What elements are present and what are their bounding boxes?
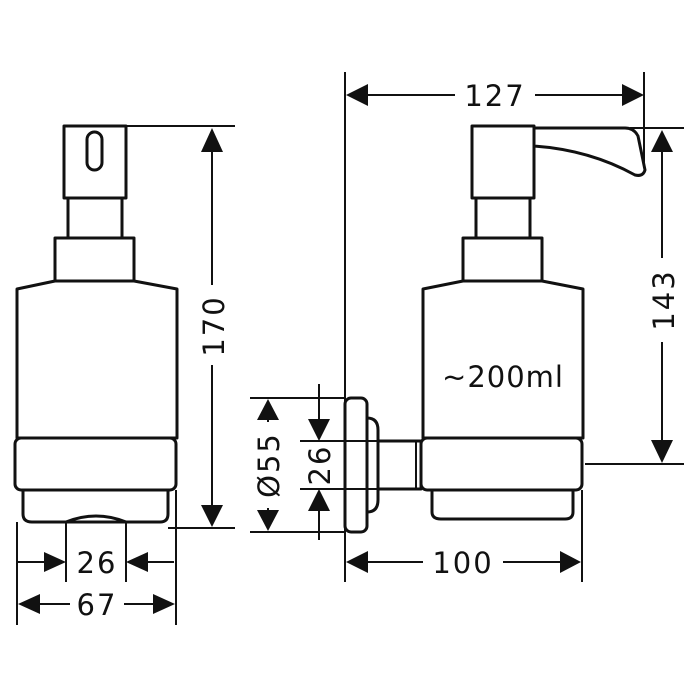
dim-100-arrow-left <box>346 551 368 573</box>
pump-head <box>62 124 128 200</box>
dim-67-arrow-left <box>18 594 40 614</box>
dim-55-arrow-top <box>257 399 279 420</box>
pump-collar <box>53 236 136 283</box>
dim-67-arrow-right <box>153 594 175 614</box>
pump-head-side <box>470 124 536 200</box>
pump-stem-side <box>474 196 532 240</box>
dim-100-label: 100 <box>432 546 493 580</box>
holder-ring-side <box>419 436 584 492</box>
dim-26-base-arrow-left <box>44 552 66 572</box>
dim-26-mount-label: 26 <box>303 445 337 486</box>
bottle-base <box>21 488 170 524</box>
dim-143-arrow-bottom <box>651 440 673 463</box>
dim-127-label: 127 <box>464 79 525 113</box>
base-dome <box>64 514 128 524</box>
dim-143-label: 143 <box>647 269 681 330</box>
dim-67-label: 67 <box>77 588 118 622</box>
holder-ring <box>13 436 178 492</box>
dim-100-arrow-right <box>560 551 581 573</box>
pump-stem <box>66 196 124 240</box>
pump-collar-side <box>461 236 544 283</box>
nozzle-slot <box>85 130 104 172</box>
dim-26-mount-arrow-bottom <box>308 489 330 511</box>
bottle-base-side <box>430 488 575 521</box>
dim-127-arrow-right <box>622 84 644 106</box>
bottle-body <box>15 279 179 440</box>
dim-127-arrow-left <box>346 84 368 106</box>
dim-26-base-label: 26 <box>77 546 118 580</box>
side-view: ~200ml Ø55 26 127 143 <box>250 72 684 582</box>
dim-26-mount-arrow-top <box>308 419 330 441</box>
dim-55-arrow-bottom <box>257 510 279 531</box>
dim-170-arrow-bottom <box>201 505 223 527</box>
spout <box>532 126 647 177</box>
dim-26-base-arrow-right <box>126 552 148 572</box>
dim-170-label: 170 <box>197 295 231 356</box>
mount-boss <box>365 416 380 514</box>
dim-143-arrow-top <box>651 130 673 152</box>
wall-mount-plate <box>343 396 369 534</box>
dim-170-arrow-top <box>201 128 223 152</box>
capacity-label: ~200ml <box>442 360 564 394</box>
front-view: 170 26 67 <box>13 124 235 625</box>
dim-55-label: Ø55 <box>252 432 286 498</box>
mount-arm <box>376 439 423 491</box>
